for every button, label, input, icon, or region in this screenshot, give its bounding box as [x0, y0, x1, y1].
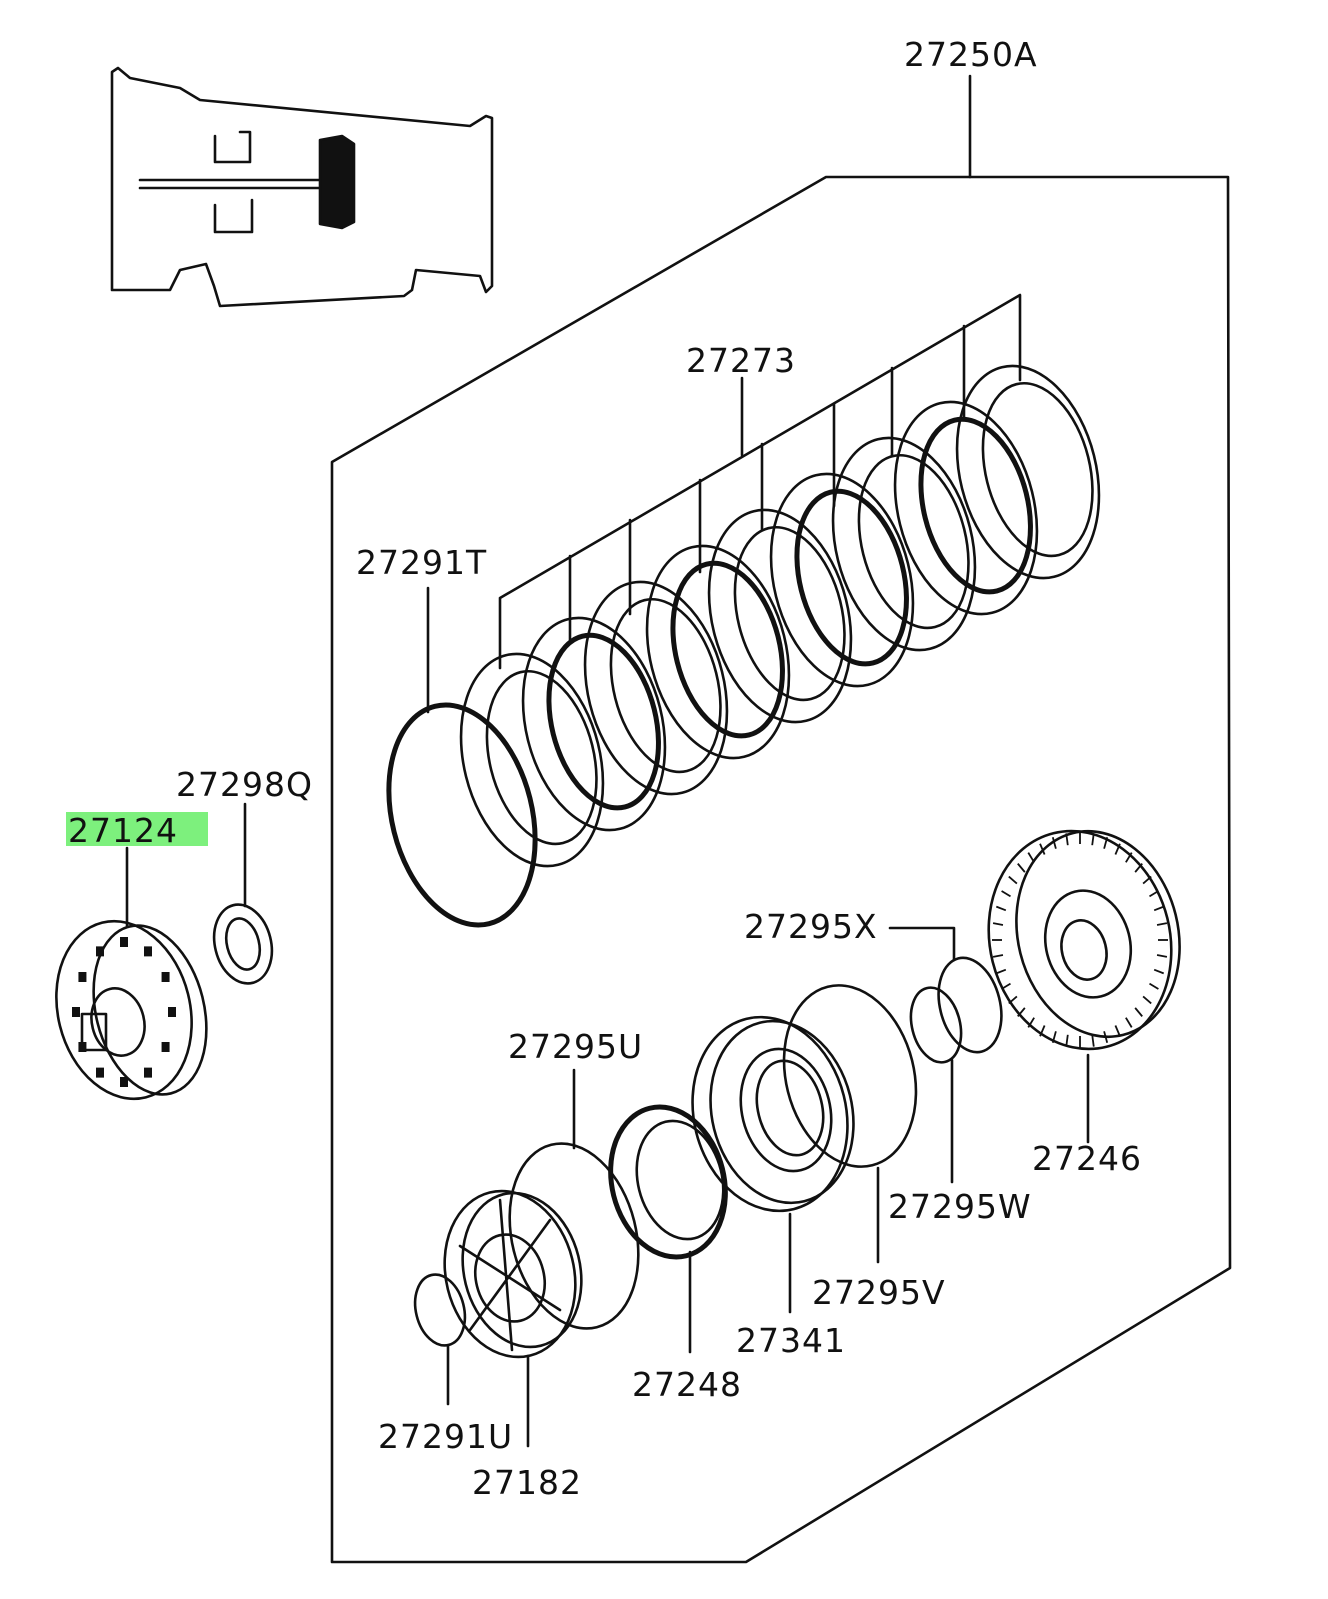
label-27291t: 27291T	[356, 543, 487, 582]
clutch-plates	[459, 364, 1101, 868]
transmission-location-inset	[110, 66, 494, 308]
seal-ring-u	[508, 1068, 640, 1330]
label-27295v: 27295V	[812, 1273, 946, 1312]
label-27295x: 27295X	[744, 907, 878, 946]
piston	[691, 1015, 855, 1314]
label-27124: 27124	[68, 811, 178, 850]
label-27295u: 27295U	[508, 1027, 643, 1066]
label-27273: 27273	[686, 341, 796, 380]
label-27341: 27341	[736, 1321, 846, 1360]
label-27291u: 27291U	[378, 1417, 513, 1456]
snap-ring-t	[386, 586, 538, 928]
hub-gear	[55, 812, 208, 1101]
thrust-washer	[212, 802, 274, 985]
label-27298q: 27298Q	[176, 765, 313, 804]
label-27248: 27248	[632, 1365, 742, 1404]
spring-retainer	[608, 1104, 728, 1354]
label-27250a: 27250A	[904, 35, 1038, 74]
snap-ring-u	[413, 1273, 467, 1406]
label-27246: 27246	[1032, 1139, 1142, 1178]
clutch-drum	[987, 829, 1181, 1144]
label-27182: 27182	[472, 1463, 582, 1502]
assembly-boundary-box	[330, 74, 1232, 1564]
seal-rings	[782, 926, 1003, 1264]
label-27295w: 27295W	[888, 1187, 1032, 1226]
part-highlight	[66, 812, 208, 846]
clutch-pack-leaders	[498, 293, 1022, 670]
spring-plate	[443, 1189, 583, 1448]
